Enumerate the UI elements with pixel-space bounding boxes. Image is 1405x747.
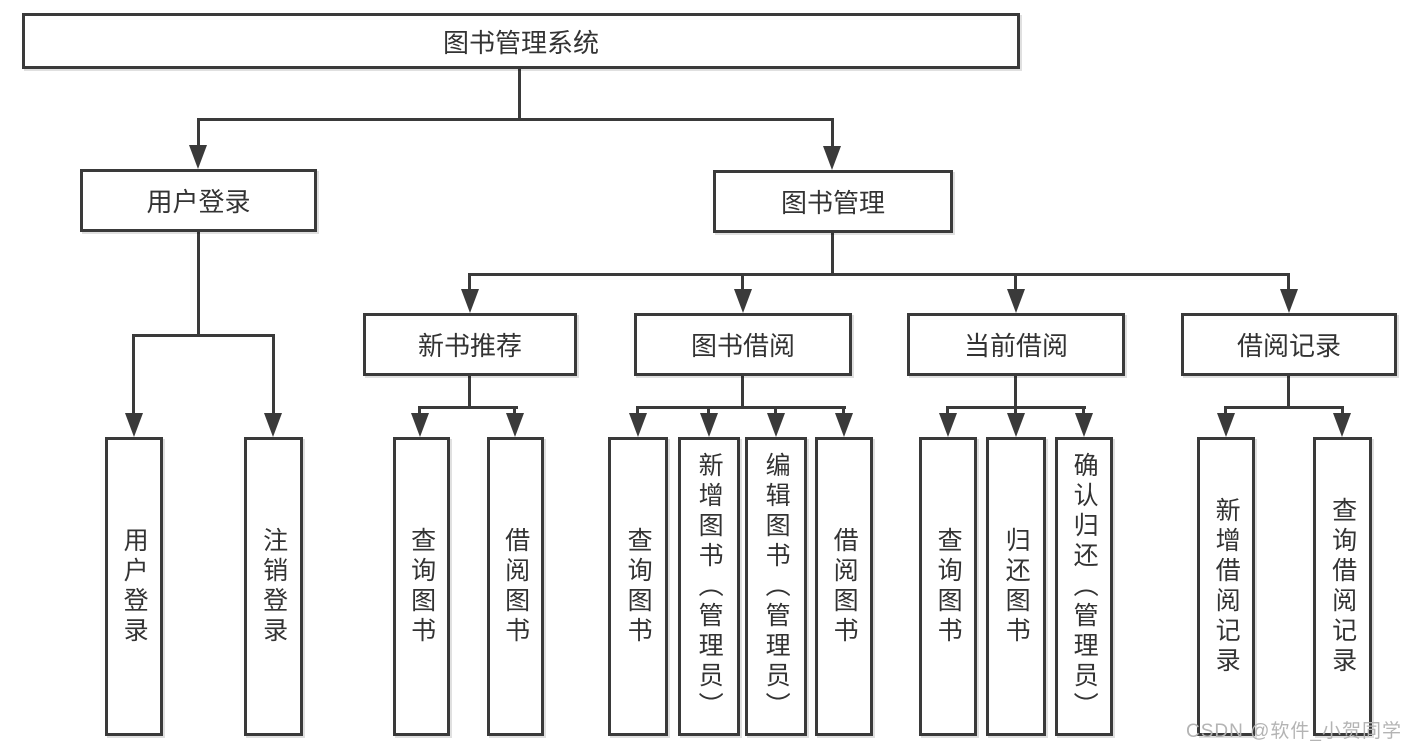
- connector-group3-trunk: [1014, 376, 1017, 409]
- node-label: 确认归还（管理员）: [1070, 451, 1099, 722]
- node-label: 当前借阅: [963, 331, 1068, 361]
- leaf-query-borrow-record: 查询借阅记录: [1313, 437, 1372, 736]
- connector-drop: [418, 406, 421, 418]
- node-library-management-system: 图书管理系统: [22, 13, 1020, 69]
- arrow-down-icon: [1007, 289, 1025, 313]
- leaf-user-login: 用户登录: [105, 437, 163, 736]
- connector-drop-leaf-user-login: [132, 334, 135, 417]
- arrow-down-icon: [1333, 413, 1351, 437]
- leaf-borrow-books-recommendation: 借阅图书: [487, 437, 544, 736]
- arrow-down-icon: [823, 146, 841, 170]
- connector-drop-book-borrowing: [741, 273, 744, 292]
- connector-group2-bus: [636, 406, 846, 409]
- leaf-query-books-current: 查询图书: [919, 437, 977, 736]
- connector-drop: [946, 406, 949, 418]
- connector-level3-bus: [468, 273, 1290, 276]
- arrow-down-icon: [461, 289, 479, 313]
- connector-drop: [1082, 406, 1085, 418]
- connector-level2-bus: [197, 118, 834, 121]
- arrow-down-icon: [264, 413, 282, 437]
- node-label: 查询借阅记录: [1328, 496, 1357, 677]
- connector-drop-user-login: [197, 118, 200, 149]
- node-label: 注销登录: [259, 526, 288, 647]
- leaf-borrow-books-borrowing: 借阅图书: [815, 437, 873, 736]
- node-label: 新增图书（管理员）: [695, 451, 724, 722]
- leaf-return-book: 归还图书: [986, 437, 1046, 736]
- arrow-down-icon: [1217, 413, 1235, 437]
- arrow-down-icon: [1280, 289, 1298, 313]
- node-label: 借阅记录: [1236, 331, 1341, 361]
- leaf-query-books-recommendation: 查询图书: [393, 437, 450, 736]
- arrow-down-icon: [767, 413, 785, 437]
- connector-drop-new-book-recommendation: [468, 273, 471, 292]
- node-new-book-recommendation: 新书推荐: [363, 313, 577, 376]
- node-label: 用户登录: [120, 526, 149, 647]
- arrow-down-icon: [700, 413, 718, 437]
- node-label: 图书借阅: [690, 331, 795, 361]
- connector-drop: [513, 406, 516, 418]
- node-book-borrowing: 图书借阅: [634, 313, 852, 376]
- node-label: 新增借阅记录: [1212, 496, 1241, 677]
- node-borrowing-records: 借阅记录: [1181, 313, 1397, 376]
- node-label: 查询图书: [934, 526, 963, 647]
- node-label: 编辑图书（管理员）: [762, 451, 791, 722]
- connector-drop: [842, 406, 845, 418]
- arrow-down-icon: [125, 413, 143, 437]
- connector-drop: [1341, 406, 1344, 418]
- connector-group1-bus: [419, 406, 518, 409]
- connector-group4-bus: [1224, 406, 1344, 409]
- node-label: 归还图书: [1002, 526, 1031, 647]
- connector-group2-trunk: [741, 376, 744, 409]
- node-book-management: 图书管理: [713, 170, 953, 233]
- leaf-logout: 注销登录: [244, 437, 303, 736]
- arrow-down-icon: [506, 413, 524, 437]
- arrow-down-icon: [629, 413, 647, 437]
- node-label: 查询图书: [407, 526, 436, 647]
- connector-user-login-trunk: [197, 232, 200, 337]
- leaf-add-book-admin: 新增图书（管理员）: [678, 437, 740, 736]
- connector-drop-current-borrowing: [1014, 273, 1017, 292]
- connector-drop: [636, 406, 639, 418]
- node-label: 新书推荐: [417, 331, 522, 361]
- leaf-query-books-borrowing: 查询图书: [608, 437, 668, 736]
- connector-drop-book-management: [831, 118, 834, 149]
- connector-drop-borrowing-records: [1287, 273, 1290, 292]
- connector-drop: [1224, 406, 1227, 418]
- connector-drop-leaf-logout: [272, 334, 275, 417]
- node-label: 查询图书: [624, 526, 653, 647]
- node-label: 借阅图书: [501, 526, 530, 647]
- connector-drop: [774, 406, 777, 418]
- connector-root-trunk: [518, 69, 521, 121]
- node-label: 图书管理系统: [442, 27, 599, 58]
- leaf-add-borrow-record: 新增借阅记录: [1197, 437, 1255, 736]
- node-label: 图书管理: [780, 188, 885, 218]
- arrow-down-icon: [734, 289, 752, 313]
- arrow-down-icon: [411, 413, 429, 437]
- connector-user-login-bus: [132, 334, 275, 337]
- connector-book-management-trunk: [831, 233, 834, 276]
- arrow-down-icon: [1075, 413, 1093, 437]
- leaf-edit-book-admin: 编辑图书（管理员）: [745, 437, 807, 736]
- node-label: 借阅图书: [830, 526, 859, 647]
- watermark: CSDN @软件_小贺同学: [1186, 721, 1402, 742]
- connector-group1-trunk: [468, 376, 471, 409]
- node-label: 用户登录: [146, 187, 251, 217]
- arrow-down-icon: [939, 413, 957, 437]
- arrow-down-icon: [835, 413, 853, 437]
- arrow-down-icon: [1007, 413, 1025, 437]
- leaf-confirm-return-admin: 确认归还（管理员）: [1055, 437, 1113, 736]
- node-user-login: 用户登录: [80, 169, 317, 232]
- arrow-down-icon: [189, 145, 207, 169]
- connector-group4-trunk: [1287, 376, 1290, 409]
- node-current-borrowing: 当前借阅: [907, 313, 1125, 376]
- connector-drop: [707, 406, 710, 418]
- connector-drop: [1014, 406, 1017, 418]
